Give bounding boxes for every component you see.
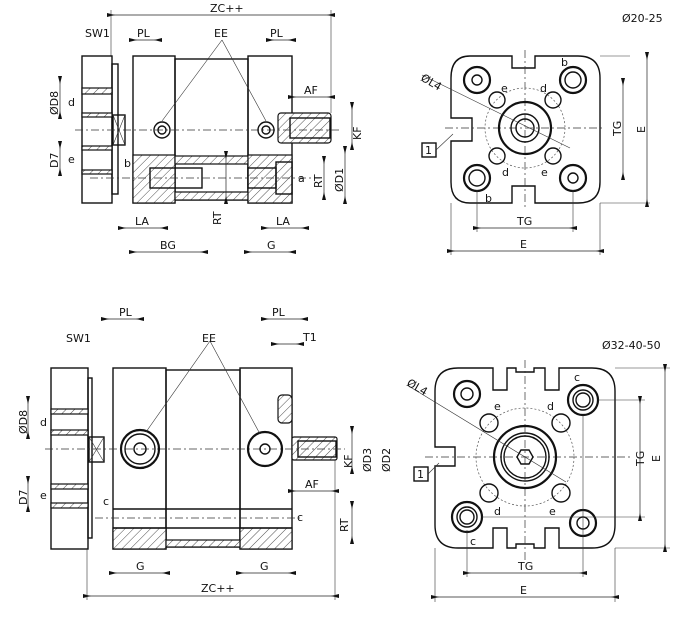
label-ee: EE [214, 27, 228, 40]
dim-label-zc: ZC++ [210, 2, 244, 15]
label-kf: KF [351, 126, 364, 140]
label-l4: ØL4 [419, 71, 444, 93]
label-rt: RT [312, 174, 325, 188]
bottom-front-view: Ø32-40-50 ØL4 c e d 1 TG E d e c TG E [405, 339, 670, 602]
label-rt: RT [338, 518, 351, 532]
end-plate [81, 55, 113, 204]
hex-socket [516, 449, 534, 465]
label-d2: ØD2 [380, 448, 393, 472]
end-face-outline [450, 55, 601, 204]
label-la: LA [276, 215, 290, 228]
label-e-width: E [520, 584, 527, 597]
port-ee-right [257, 121, 275, 139]
label-sw1: SW1 [85, 27, 110, 40]
dim-label-zc: ZC++ [201, 582, 235, 595]
label-la: LA [135, 215, 149, 228]
size-range-label: Ø20-25 [622, 12, 663, 25]
barrel [165, 369, 241, 548]
label-tg: TG [634, 451, 647, 467]
end-plate [50, 367, 89, 550]
label-tg: TG [517, 560, 533, 573]
label-rt: RT [211, 211, 224, 225]
label-b: b [561, 56, 568, 69]
label-c: c [297, 511, 303, 524]
label-d: d [547, 400, 554, 413]
label-e: e [501, 82, 508, 95]
label-sw1: SW1 [66, 332, 91, 345]
label-pl: PL [272, 306, 286, 319]
callout-1: 1 [425, 144, 432, 157]
mounting-hole-tr [566, 383, 600, 417]
size-range-label: Ø32-40-50 [602, 339, 661, 352]
label-pl: PL [119, 306, 133, 319]
label-d: d [40, 416, 47, 429]
label-d7: D7 [48, 153, 61, 168]
top-front-view: Ø20-25 ØL4 e d b 1 TG E d e b TG E [419, 12, 663, 255]
label-d: d [68, 96, 75, 109]
end-face-outline [434, 367, 616, 549]
label-d: d [540, 82, 547, 95]
mounting-hole-tr [558, 65, 588, 95]
label-e: e [494, 400, 501, 413]
port-ee-right [246, 430, 284, 468]
label-t1: T1 [302, 331, 317, 344]
label-l4: ØL4 [405, 376, 430, 398]
label-e: e [68, 153, 75, 166]
mounting-hole-tl [452, 379, 482, 409]
label-c: c [470, 535, 476, 548]
label-d3: ØD3 [361, 448, 374, 472]
label-a: a [298, 172, 305, 185]
label-b: b [124, 157, 131, 170]
label-e-width: E [520, 238, 527, 251]
label-e-height: E [635, 126, 648, 133]
front-cap [112, 367, 167, 550]
label-af: AF [304, 84, 318, 97]
callout-1: 1 [417, 468, 424, 481]
label-e: e [541, 166, 548, 179]
label-tg: TG [611, 121, 624, 137]
label-d8: ØD8 [48, 91, 61, 115]
mounting-hole-bl [450, 500, 484, 534]
label-c: c [574, 371, 580, 384]
mounting-hole-br [558, 163, 588, 193]
label-e-height: E [650, 455, 663, 462]
bottom-side-view: PL SW1 EE PL T1 ØD8 d KF ØD3 ØD2 AF D7 e… [17, 306, 393, 600]
label-pl: PL [270, 27, 284, 40]
label-tg: TG [516, 215, 532, 228]
label-e: e [40, 489, 47, 502]
barrel [174, 58, 249, 201]
label-g: G [260, 560, 269, 573]
label-pl: PL [137, 27, 151, 40]
label-d: d [494, 505, 501, 518]
label-e: e [549, 505, 556, 518]
top-side-view: ZC++ SW1 PL EE PL AF ØD8 d KF D7 e b a R… [48, 2, 364, 254]
port-ee-left [153, 121, 171, 139]
label-c: c [103, 495, 109, 508]
label-g: G [136, 560, 145, 573]
label-d8: ØD8 [17, 410, 30, 434]
label-d: d [502, 166, 509, 179]
label-kf: KF [342, 454, 355, 468]
label-bg: BG [160, 239, 176, 252]
mounting-hole-bl [462, 163, 492, 193]
label-ee: EE [202, 332, 216, 345]
mounting-hole-tl [462, 65, 492, 95]
label-d7: D7 [17, 490, 30, 505]
label-b: b [485, 192, 492, 205]
label-g: G [267, 239, 276, 252]
port-ee-left [119, 428, 161, 470]
label-d1: ØD1 [333, 168, 346, 192]
label-af: AF [305, 478, 319, 491]
